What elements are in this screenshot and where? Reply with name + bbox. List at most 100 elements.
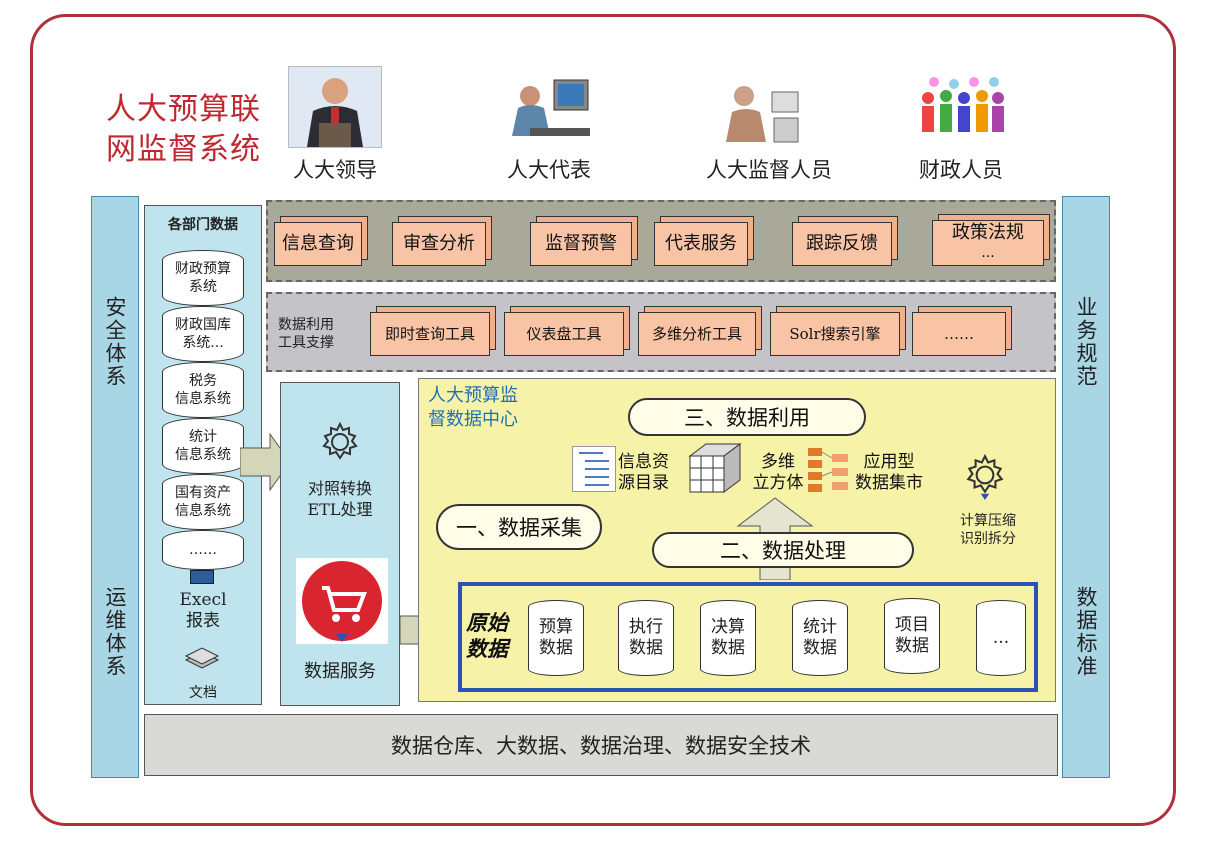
raw-project-line2: 数据 xyxy=(895,636,929,656)
leader-icon xyxy=(288,66,382,148)
dept-tax-line2: 信息系统 xyxy=(175,391,231,407)
dept-fin-treasury: 财政国库系统... xyxy=(162,306,244,362)
role-leader: 人大领导 xyxy=(293,158,377,182)
cart-icon xyxy=(296,558,388,644)
right-standard-band: 业务规范 数据标准 xyxy=(1062,196,1110,778)
raw-final-accounts-data: 决算数据 xyxy=(700,600,756,676)
tool-instant-query: 即时查询工具 xyxy=(370,312,490,356)
deputy-icon xyxy=(500,76,596,148)
catalog-label-line2: 源目录 xyxy=(618,473,669,493)
role-supervisor: 人大监督人员 xyxy=(706,158,832,182)
tool-label-line-2: 工具支撑 xyxy=(278,335,334,351)
infrastructure-band: 数据仓库、大数据、数据治理、数据安全技术 xyxy=(144,714,1058,776)
app-supervision-alert: 监督预警 xyxy=(530,222,632,266)
etl-label-line1: 对照转换 xyxy=(307,479,372,498)
dept-tax: 税务信息系统 xyxy=(162,362,244,418)
supervisor-icon xyxy=(718,78,802,148)
cube-icon xyxy=(686,440,744,496)
excel-report-label: Execl 报表 xyxy=(150,590,256,632)
dept-more: …… xyxy=(162,530,244,570)
app-policy-more: ... xyxy=(981,245,995,261)
dept-state-assets: 国有资产信息系统 xyxy=(162,474,244,530)
stage-data-collection: 一、数据采集 xyxy=(436,504,602,550)
tool-support-label: 数据利用 工具支撑 xyxy=(278,316,368,352)
raw-data-label: 原始 数据 xyxy=(466,610,526,662)
app-info-query: 信息查询 xyxy=(274,222,362,266)
raw-project-data: 项目数据 xyxy=(884,598,940,674)
etl-gear-icon xyxy=(318,420,362,464)
excel-label-line2: 报表 xyxy=(186,611,220,631)
title-line-1: 人大预算联 xyxy=(106,92,261,127)
catalog-label: 信息资 源目录 xyxy=(618,452,682,494)
dept-state-assets-line2: 信息系统 xyxy=(175,503,231,519)
dept-fin-budget: 财政预算系统 xyxy=(162,250,244,306)
raw-data-label-line1: 原始 xyxy=(466,611,508,635)
dept-statistics-line1: 统计 xyxy=(189,429,217,445)
stage-data-utilization: 三、数据利用 xyxy=(628,398,866,436)
stage-data-processing: 二、数据处理 xyxy=(652,532,914,568)
department-data-title: 各部门数据 xyxy=(168,217,238,233)
cube-label: 多维 立方体 xyxy=(750,452,806,494)
compute-label-line1: 计算压缩 xyxy=(960,513,1016,529)
dept-fin-treasury-line2: 系统... xyxy=(182,335,224,351)
cube-label-line2: 立方体 xyxy=(752,473,804,493)
dept-fin-budget-line1: 财政预算 xyxy=(175,261,231,277)
app-policy-regulation: 政策法规 ... xyxy=(932,220,1044,266)
raw-execution-line2: 数据 xyxy=(629,638,663,658)
datamart-label-line1: 应用型 xyxy=(863,452,915,472)
dept-fin-budget-line2: 系统 xyxy=(189,279,217,295)
datamart-label: 应用型 数据集市 xyxy=(846,452,932,494)
excel-icon xyxy=(190,570,214,584)
title-line-2: 网监督系统 xyxy=(106,132,261,167)
tool-olap: 多维分析工具 xyxy=(638,312,756,356)
document-icon xyxy=(182,646,222,670)
raw-statistics-data: 统计数据 xyxy=(792,600,848,676)
data-standard-label: 数据标准 xyxy=(1074,586,1098,678)
raw-execution-data: 执行数据 xyxy=(618,600,674,676)
raw-more-label: ... xyxy=(992,628,1010,648)
system-title: 人大预算联 网监督系统 xyxy=(106,90,276,170)
document-label: 文档 xyxy=(189,685,217,701)
excel-label-line1: Execl xyxy=(179,590,227,610)
compute-gear-icon xyxy=(962,452,1008,500)
etl-panel xyxy=(280,382,400,706)
raw-statistics-line1: 统计 xyxy=(803,617,837,637)
datamart-label-line2: 数据集市 xyxy=(855,473,923,493)
raw-final-line2: 数据 xyxy=(711,638,745,658)
app-deputy-service: 代表服务 xyxy=(654,222,748,266)
data-center-title: 人大预算监 督数据中心 xyxy=(428,384,558,432)
dept-state-assets-line1: 国有资产 xyxy=(175,485,231,501)
raw-execution-line1: 执行 xyxy=(629,617,663,637)
left-security-band: 安全体系 运维体系 xyxy=(91,196,139,778)
dept-more-label: …… xyxy=(189,542,217,558)
app-tracking-feedback: 跟踪反馈 xyxy=(792,222,892,266)
raw-data-label-line2: 数据 xyxy=(466,637,508,661)
raw-budget-line2: 数据 xyxy=(539,638,573,658)
app-policy-label: 政策法规 xyxy=(952,222,1024,243)
app-review-analysis: 审查分析 xyxy=(392,222,486,266)
raw-statistics-line2: 数据 xyxy=(803,638,837,658)
dept-statistics: 统计信息系统 xyxy=(162,418,244,474)
dept-statistics-line2: 信息系统 xyxy=(175,447,231,463)
datamart-icon xyxy=(806,444,850,492)
finance-staff-icon xyxy=(914,76,1008,142)
compute-label-line2: 识别拆分 xyxy=(960,531,1016,547)
raw-project-line1: 项目 xyxy=(895,615,929,635)
outer-frame xyxy=(30,14,1176,826)
data-service-label: 数据服务 xyxy=(304,661,376,682)
raw-more-data: ... xyxy=(976,600,1026,676)
data-center-title-line2: 督数据中心 xyxy=(428,409,518,430)
raw-budget-data: 预算数据 xyxy=(528,600,584,676)
dept-tax-line1: 税务 xyxy=(189,373,217,389)
dept-fin-treasury-line1: 财政国库 xyxy=(175,317,231,333)
catalog-label-line1: 信息资 xyxy=(618,452,669,472)
security-system-label: 安全体系 xyxy=(103,296,127,388)
etl-label: 对照转换 ETL处理 xyxy=(280,478,400,520)
tool-more: …… xyxy=(912,312,1006,356)
tool-label-line-1: 数据利用 xyxy=(278,317,334,333)
raw-budget-line1: 预算 xyxy=(539,617,573,637)
business-norm-label: 业务规范 xyxy=(1074,296,1098,388)
data-center-title-line1: 人大预算监 xyxy=(428,385,518,406)
tool-dashboard: 仪表盘工具 xyxy=(504,312,624,356)
raw-data-box xyxy=(458,582,1038,692)
